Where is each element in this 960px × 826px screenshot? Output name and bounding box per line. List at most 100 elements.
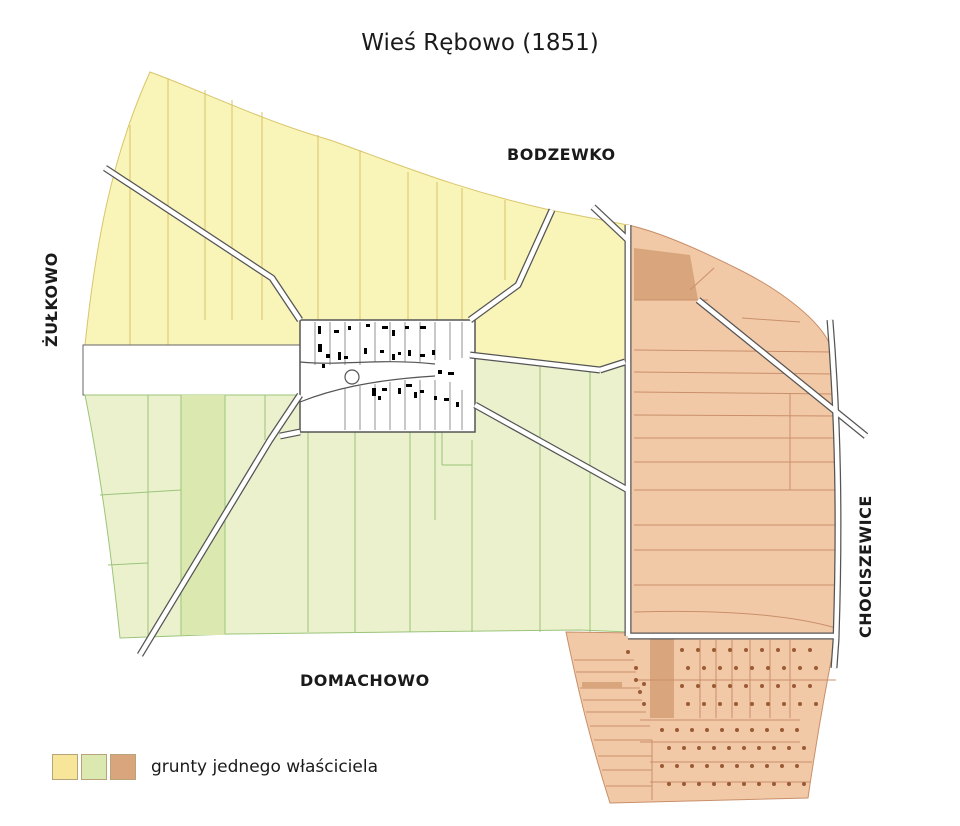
orange-field-south bbox=[565, 631, 837, 804]
orchard-dot bbox=[782, 666, 786, 670]
orchard-dot bbox=[705, 764, 709, 768]
building bbox=[408, 350, 411, 356]
legend-swatch-yellow bbox=[52, 754, 78, 780]
orchard-dot bbox=[814, 666, 818, 670]
green-strong-strip bbox=[181, 395, 225, 635]
orchard-dot bbox=[776, 648, 780, 652]
building bbox=[414, 392, 417, 398]
orchard-dot bbox=[680, 648, 684, 652]
legend-swatch-green bbox=[81, 754, 107, 780]
orchard-dot bbox=[795, 764, 799, 768]
orange-field-strips bbox=[574, 267, 837, 800]
building bbox=[392, 354, 395, 360]
building bbox=[334, 330, 339, 333]
orchard-dot bbox=[808, 684, 812, 688]
orchard-dot bbox=[772, 782, 776, 786]
orchard-dot bbox=[697, 782, 701, 786]
label-zulkowo-text: ŻUŁKOWO bbox=[42, 252, 61, 347]
building bbox=[338, 352, 341, 360]
orchard-dot bbox=[718, 702, 722, 706]
orchard-dot bbox=[750, 666, 754, 670]
orchard-dot bbox=[750, 702, 754, 706]
building bbox=[432, 350, 435, 355]
orchard-dot bbox=[667, 782, 671, 786]
orchard-dot bbox=[792, 648, 796, 652]
yellow-fields bbox=[84, 71, 629, 371]
orchard-dot bbox=[675, 728, 679, 732]
yellow-field-strips bbox=[129, 78, 506, 345]
building bbox=[382, 388, 387, 391]
orchard-dot bbox=[727, 782, 731, 786]
orchard-dot bbox=[780, 764, 784, 768]
building bbox=[448, 372, 454, 375]
label-bodzewko: BODZEWKO bbox=[507, 145, 616, 164]
orchard-dot bbox=[735, 728, 739, 732]
orange-strong-parcel bbox=[634, 248, 698, 300]
orchard-dot bbox=[760, 648, 764, 652]
orchard-dot bbox=[702, 702, 706, 706]
village bbox=[299, 319, 476, 433]
orchard-dot bbox=[757, 782, 761, 786]
orchard-dot bbox=[798, 702, 802, 706]
building bbox=[398, 388, 401, 394]
orchard-dot bbox=[682, 782, 686, 786]
building bbox=[364, 348, 367, 354]
orchard-dot bbox=[680, 684, 684, 688]
building bbox=[420, 326, 426, 329]
orchard-dot bbox=[634, 666, 638, 670]
building bbox=[372, 388, 376, 396]
building bbox=[366, 324, 370, 327]
legend-label: grunty jednego właściciela bbox=[151, 757, 379, 777]
orchard-dot bbox=[690, 764, 694, 768]
orchard-dot bbox=[626, 650, 630, 654]
orchard-dot bbox=[720, 728, 724, 732]
orchard-dot bbox=[742, 782, 746, 786]
roads bbox=[103, 165, 869, 669]
orange-strong-strip bbox=[650, 638, 674, 718]
orchard-dot bbox=[667, 746, 671, 750]
orchard-dot bbox=[780, 728, 784, 732]
orchard-dot bbox=[802, 782, 806, 786]
orchard-dot bbox=[686, 702, 690, 706]
orchard-dot bbox=[750, 728, 754, 732]
orchard-dot bbox=[718, 666, 722, 670]
orchard-dot bbox=[787, 746, 791, 750]
orchard-dot bbox=[712, 782, 716, 786]
orchard-dot bbox=[712, 684, 716, 688]
orchard-dot bbox=[728, 648, 732, 652]
orchard-dot bbox=[808, 648, 812, 652]
orchard-dot bbox=[750, 764, 754, 768]
orchard-dot bbox=[720, 764, 724, 768]
orchard-dot bbox=[765, 764, 769, 768]
yellow-field-area bbox=[84, 71, 629, 371]
orchard-dot bbox=[660, 764, 664, 768]
orchard-dot bbox=[682, 746, 686, 750]
orchard-dot bbox=[686, 666, 690, 670]
building bbox=[420, 390, 424, 393]
orchard-dot bbox=[675, 764, 679, 768]
orange-fields bbox=[565, 224, 838, 804]
orchard-dot bbox=[782, 702, 786, 706]
label-chociszewice: CHOCISZEWICE bbox=[856, 495, 876, 638]
building bbox=[420, 354, 425, 357]
orchard-dot bbox=[734, 666, 738, 670]
orchard-dot bbox=[814, 702, 818, 706]
village-buildings bbox=[318, 324, 459, 407]
building bbox=[382, 326, 388, 329]
building bbox=[434, 396, 437, 400]
building bbox=[392, 330, 395, 336]
orchard-dot bbox=[766, 666, 770, 670]
building bbox=[444, 398, 449, 401]
orchard-dot bbox=[757, 746, 761, 750]
orchard-dot bbox=[728, 684, 732, 688]
building bbox=[322, 364, 325, 368]
orchard-dot bbox=[642, 702, 646, 706]
orchard-dot bbox=[638, 690, 642, 694]
orchard-dot bbox=[712, 648, 716, 652]
orchard-dot bbox=[705, 728, 709, 732]
orchard-dot bbox=[734, 702, 738, 706]
label-chociszewice-text: CHOCISZEWICE bbox=[856, 495, 875, 638]
orchard-dot bbox=[735, 764, 739, 768]
building bbox=[318, 326, 321, 334]
